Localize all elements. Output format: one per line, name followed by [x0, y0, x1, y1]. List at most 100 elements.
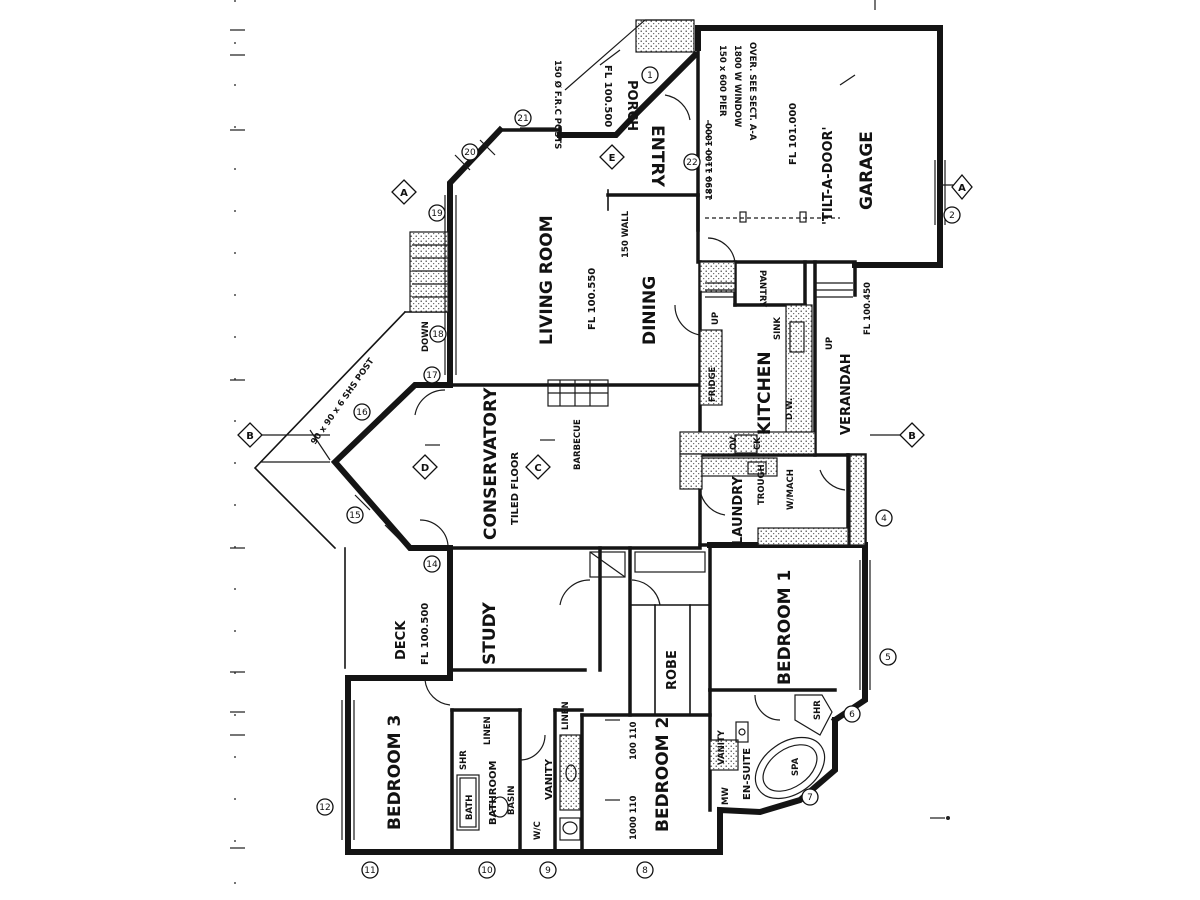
svg-text:14: 14 [426, 560, 438, 570]
note-wmach: W/MACH [786, 469, 796, 510]
grid-marker-20: 20 [461, 143, 479, 161]
note-dims: 1890 1100 1000 [705, 123, 715, 200]
note-sink: SINK [773, 317, 783, 340]
grid-marker-12: 12 [316, 798, 334, 816]
note-down: DOWN [421, 321, 431, 352]
grid-marker-19: 19 [428, 204, 446, 222]
svg-text:15: 15 [349, 511, 360, 521]
grid-marker-4: 4 [875, 509, 893, 527]
room-label-robe: ROBE [665, 650, 680, 690]
svg-text:8: 8 [642, 866, 648, 876]
svg-text:B: B [246, 431, 254, 442]
sheet-edge-marks [230, 0, 876, 900]
room-label-linen2: LINEN [561, 701, 571, 730]
room-label-bedroom3: BEDROOM 3 [385, 715, 405, 830]
svg-text:1: 1 [647, 71, 653, 81]
note-window: 1800 W WINDOW [732, 45, 742, 128]
section-marker-a-top: A [391, 179, 417, 205]
svg-text:11: 11 [364, 866, 375, 876]
svg-text:18: 18 [432, 330, 444, 340]
room-label-tiltdoor: 'TILT-A-DOOR' [821, 126, 836, 225]
svg-text:22: 22 [686, 158, 697, 168]
room-label-living: LIVING ROOM [537, 215, 557, 345]
grid-marker-1: 1 [641, 66, 659, 84]
svg-text:E: E [609, 153, 616, 164]
room-label-kitchen: KITCHEN [755, 351, 775, 435]
grid-marker-14: 14 [423, 555, 441, 573]
room-labels: PORCH ENTRY LIVING ROOM DINING GARAGE 'T… [385, 80, 877, 840]
section-marker-b-right: B [899, 422, 925, 448]
section-marker-a-right: A [951, 173, 973, 201]
grid-marker-18: 18 [429, 325, 447, 343]
svg-text:16: 16 [356, 408, 368, 418]
grid-marker-5: 5 [879, 648, 897, 666]
grid-marker-2: 2 [943, 206, 961, 224]
svg-text:9: 9 [545, 866, 551, 876]
note-window2: OVER. SEE SECT. A-A [747, 42, 757, 141]
structural-marks [260, 119, 840, 801]
grid-marker-6: 6 [843, 705, 861, 723]
room-label-deck: DECK [394, 620, 409, 660]
svg-text:6: 6 [849, 710, 855, 720]
grid-marker-15: 15 [346, 506, 364, 524]
room-label-shr1: SHR [459, 750, 469, 770]
note-posts: 150 Ø F.R.C POSTS [552, 60, 563, 149]
note-dim-b2: 100 110 [629, 721, 639, 760]
room-label-bath: BATH [465, 795, 475, 820]
note-tiled: TILED FLOOR [510, 452, 521, 525]
room-label-garage: GARAGE [857, 131, 877, 210]
note-fl-verandah: FL 100.450 [863, 282, 873, 335]
section-markers: A A B B C D E [237, 144, 973, 480]
svg-text:17: 17 [426, 371, 437, 381]
grid-marker-16: 16 [353, 403, 371, 421]
note-mw: MW [721, 787, 731, 805]
stray-mark [930, 816, 950, 820]
note-fl-porch: FL 100.500 [602, 65, 613, 127]
grid-marker-10: 10 [478, 861, 496, 879]
note-wall150: 150 WALL [621, 210, 631, 258]
grid-marker-8: 8 [636, 861, 654, 879]
room-label-study: STUDY [480, 601, 500, 665]
svg-text:21: 21 [517, 114, 528, 124]
room-label-dining: DINING [640, 276, 660, 345]
note-barbecue: BARBECUE [573, 419, 583, 470]
room-label-conservatory: CONSERVATORY [481, 387, 501, 540]
grid-marker-22: 22 [683, 153, 701, 171]
grid-marker-17: 17 [423, 366, 441, 384]
exterior-walls [253, 25, 943, 855]
room-label-wc: W/C [533, 821, 543, 840]
room-label-basin: BASIN [507, 786, 517, 815]
note-fl-living: FL 100.550 [587, 268, 598, 330]
room-label-laundry: LAUNDRY [731, 476, 746, 545]
room-label-shr2: SHR [813, 700, 823, 720]
room-label-pantry: PANTRY [757, 270, 767, 308]
door-swings [414, 94, 846, 761]
room-label-verandah: VERANDAH [839, 353, 854, 435]
svg-text:5: 5 [885, 653, 891, 663]
svg-text:4: 4 [881, 514, 887, 524]
grid-markers: 1 2 4 5 6 7 8 9 10 11 12 14 15 16 17 18 … [316, 66, 961, 879]
grid-marker-21: 21 [514, 109, 532, 127]
room-label-spa: SPA [791, 757, 801, 776]
note-fl-garage: FL 101.000 [788, 103, 799, 165]
svg-text:19: 19 [431, 209, 443, 219]
section-marker-d: D [412, 454, 438, 480]
note-fl-deck: FL 100.500 [420, 603, 431, 665]
svg-text:A: A [958, 183, 966, 194]
note-trough: TROUGH [757, 464, 767, 505]
grid-marker-11: 11 [361, 861, 379, 879]
room-label-bedroom2: BEDROOM 2 [653, 717, 673, 832]
fixtures [456, 321, 833, 841]
svg-text:12: 12 [319, 803, 330, 813]
svg-text:2: 2 [949, 211, 955, 221]
room-label-linen1: LINEN [483, 716, 493, 745]
note-up1: UP [711, 312, 721, 325]
room-label-ensuite: EN-SUITE [742, 748, 753, 800]
stairs [412, 244, 853, 298]
room-label-vanity2: VANITY [717, 729, 727, 765]
note-ov: OV [729, 436, 739, 450]
note-up2: UP [825, 337, 835, 350]
svg-text:A: A [400, 188, 408, 199]
room-label-bathroom: BATHROOM [488, 761, 499, 825]
